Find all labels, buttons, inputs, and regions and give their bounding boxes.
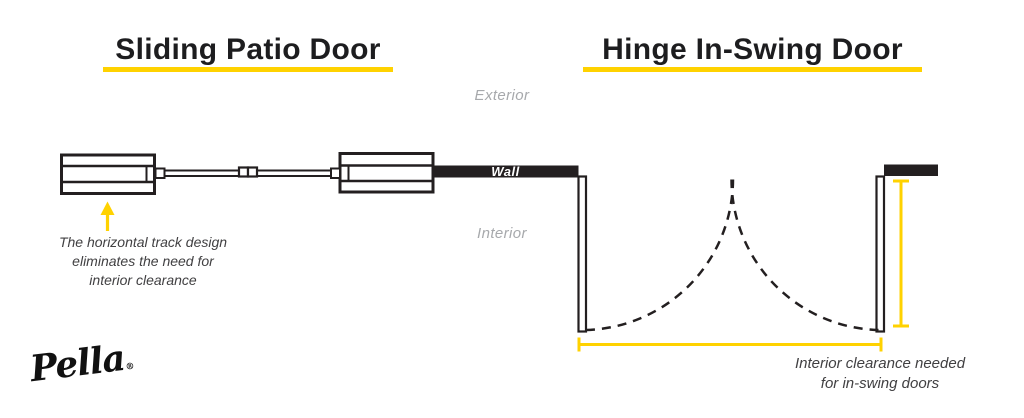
hinge-annotation-line1: Interior clearance needed <box>794 355 966 372</box>
sliding-door-title: Sliding Patio Door <box>115 33 381 66</box>
sliding-annotation-line3: interior clearance <box>89 272 197 288</box>
hinge-annotation: Interior clearance needed for in-swing d… <box>769 354 991 394</box>
exterior-label: Exterior <box>474 87 530 104</box>
hinge-right-door-panel <box>875 175 886 333</box>
hinge-annotation-line2: for in-swing doors <box>820 375 940 392</box>
sliding-title-underline <box>103 67 393 72</box>
wall-label: Wall <box>491 164 520 179</box>
sliding-right-frame <box>338 152 435 194</box>
hinge-door-plan <box>577 164 938 333</box>
sliding-door-plan <box>60 152 435 195</box>
hinge-title-underline <box>583 67 922 72</box>
sliding-annotation-line2: eliminates the need for <box>72 253 214 269</box>
hinge-door-title: Hinge In-Swing Door <box>602 33 903 66</box>
registered-trademark-icon: ® <box>124 361 136 373</box>
sliding-annotation: The horizontal track design eliminates t… <box>37 233 249 290</box>
sliding-left-frame <box>60 153 156 195</box>
interior-label: Interior <box>477 225 527 242</box>
wall-bar-right-stub <box>884 164 938 176</box>
sliding-annotation-line1: The horizontal track design <box>58 234 228 250</box>
sliding-panel-left-bracket <box>154 167 166 179</box>
sliding-panel-handle-left <box>237 166 250 178</box>
sliding-panel-handle-right <box>246 166 259 178</box>
hinge-left-door-panel <box>577 175 588 333</box>
sliding-panel-right-bracket <box>330 167 341 179</box>
wall-bar <box>433 165 579 178</box>
left-door-swing-arc <box>585 179 735 332</box>
up-arrow <box>100 201 115 231</box>
right-door-swing-arc <box>730 179 879 332</box>
clearance-measurements <box>577 179 909 352</box>
up-arrow-head <box>100 201 115 215</box>
